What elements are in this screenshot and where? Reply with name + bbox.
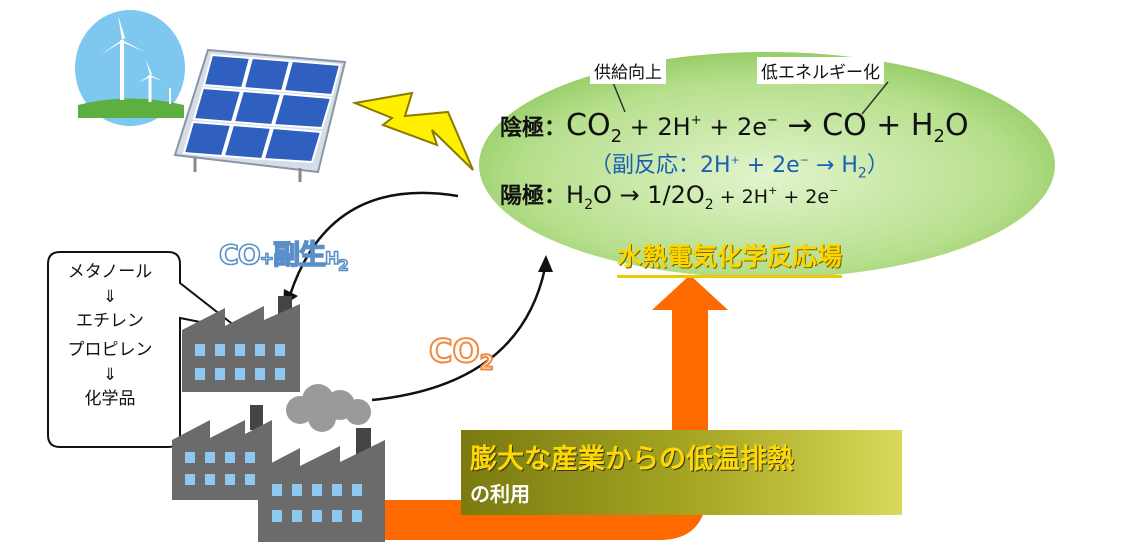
co2-label: CO2 [428, 331, 495, 375]
down-arrow-icon: ⇓ [102, 365, 118, 385]
supply-callout-line [611, 79, 626, 113]
low-energy-callout: 低エネルギー化 [757, 57, 884, 84]
solar-panel-icon [173, 48, 347, 182]
anode-equation: 陽極：H2O → 1/2O2 + 2H+ + 2e− [500, 181, 839, 213]
factory-icon [182, 296, 300, 392]
co-h2-flow-arrow [288, 191, 459, 296]
waste-heat-subtitle: の利用 [470, 482, 530, 506]
co2-flow-arrow [371, 267, 547, 402]
anode-label: 陽極： [500, 184, 567, 209]
product-ethylene: エチレン [76, 311, 144, 331]
lightning-bolt-icon [351, 91, 474, 171]
down-arrow-icon: ⇓ [102, 287, 118, 307]
factory-icon [172, 405, 272, 500]
product-methanol: メタノール [67, 262, 153, 282]
waste-heat-title: 膨大な産業からの低温排熱 [470, 444, 794, 475]
co-h2-label: CO+副生H2 [218, 239, 349, 275]
product-propylene: プロピレン [67, 340, 153, 360]
waste-heat-box [461, 430, 902, 515]
cathode-equation: 陰極：CO2 + 2H+ + 2e− → CO + H2O [500, 108, 969, 147]
side-reaction: （副反応：2H+ + 2e− → H2） [590, 153, 889, 182]
supply-improvement-callout: 供給向上 [590, 57, 666, 84]
smoke-cloud [286, 384, 371, 432]
wind-turbine-icon [75, 10, 185, 126]
product-bubble [47, 251, 241, 448]
cathode-label: 陰極： [500, 116, 567, 141]
product-chemicals: 化学品 [84, 389, 136, 409]
factory-icon [258, 428, 385, 542]
energy-callout-line [861, 81, 889, 115]
products-list: メタノール ⇓ エチレン プロピレン ⇓ 化学品 [50, 258, 170, 414]
reaction-field-label: 水熱電気化学反応場 [617, 237, 843, 278]
